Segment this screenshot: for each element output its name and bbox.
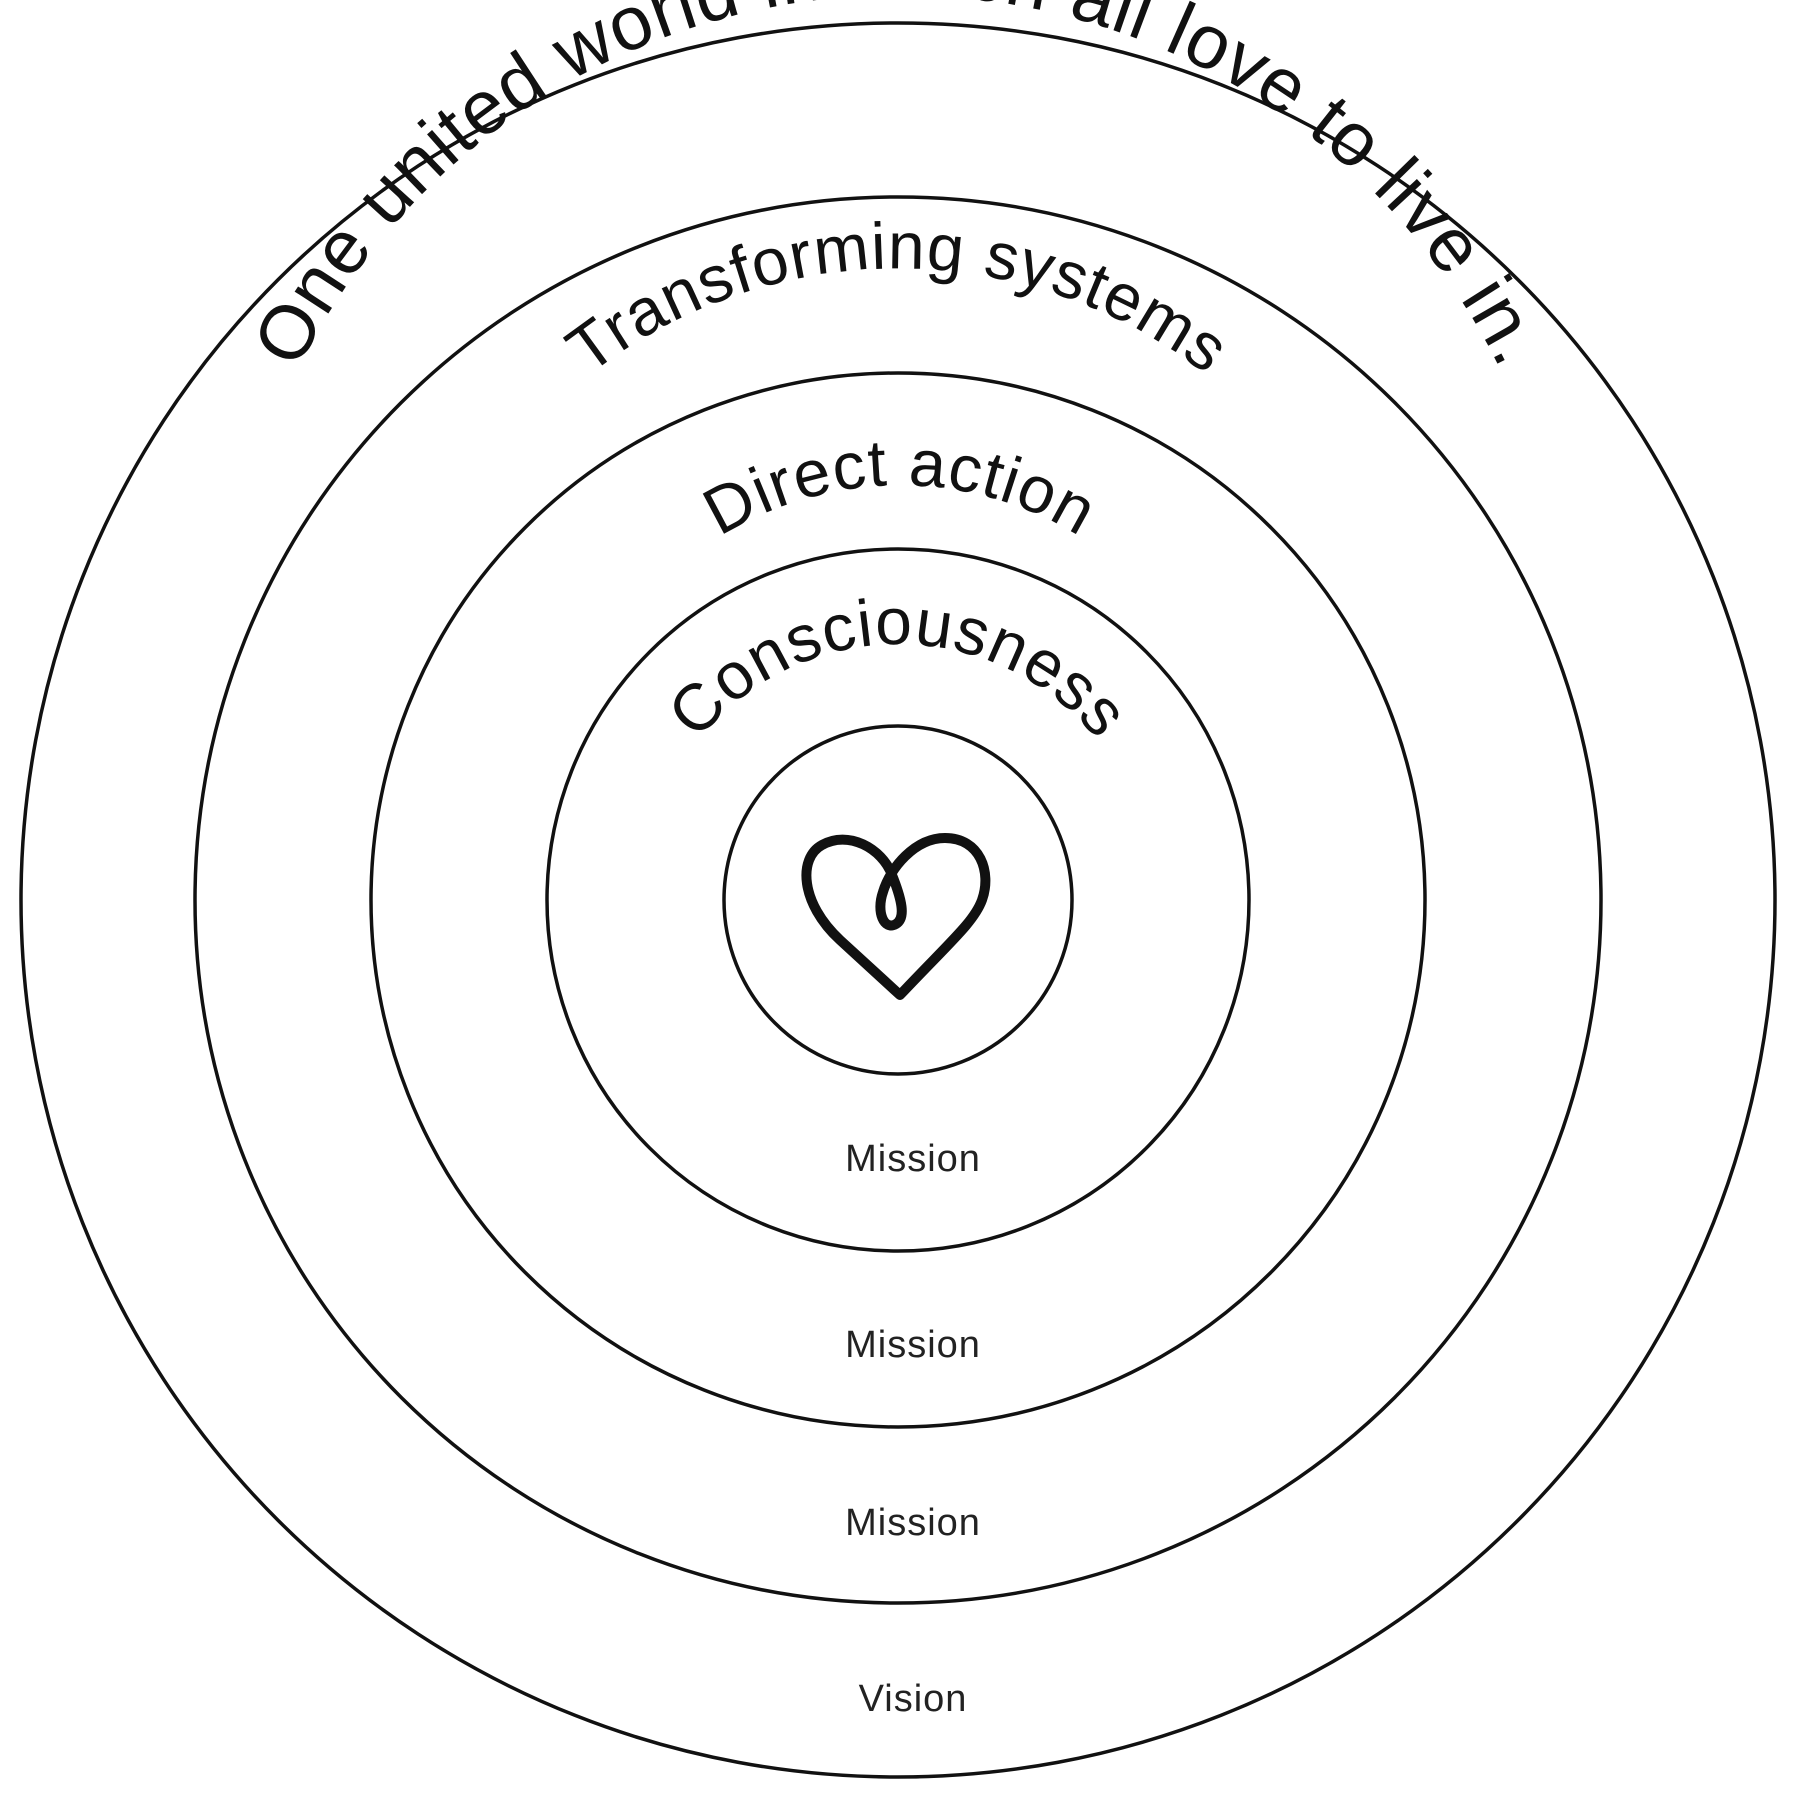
ring-core bbox=[722, 724, 1074, 1076]
action-title-path: Direct action bbox=[691, 425, 1108, 549]
vision-title: One united world in which all love to li… bbox=[237, 0, 1562, 379]
vision-ring-label: Vision bbox=[859, 1678, 968, 1720]
ring-systems bbox=[193, 195, 1603, 1605]
action-title: Direct action bbox=[691, 425, 1109, 549]
action-ring-label: Mission bbox=[845, 1324, 981, 1366]
ring-consciousness bbox=[545, 547, 1251, 1253]
systems-ring-label: Mission bbox=[845, 1502, 981, 1544]
vision-title-path: One united world in which all love to li… bbox=[237, 0, 1561, 379]
ring-action bbox=[369, 371, 1427, 1429]
consciousness-ring-label: Mission bbox=[845, 1138, 981, 1180]
systems-title: Transforming systems bbox=[553, 208, 1243, 387]
heart-loop-icon bbox=[801, 833, 991, 1000]
systems-title-path: Transforming systems bbox=[553, 208, 1242, 387]
ring-vision bbox=[19, 21, 1777, 1779]
